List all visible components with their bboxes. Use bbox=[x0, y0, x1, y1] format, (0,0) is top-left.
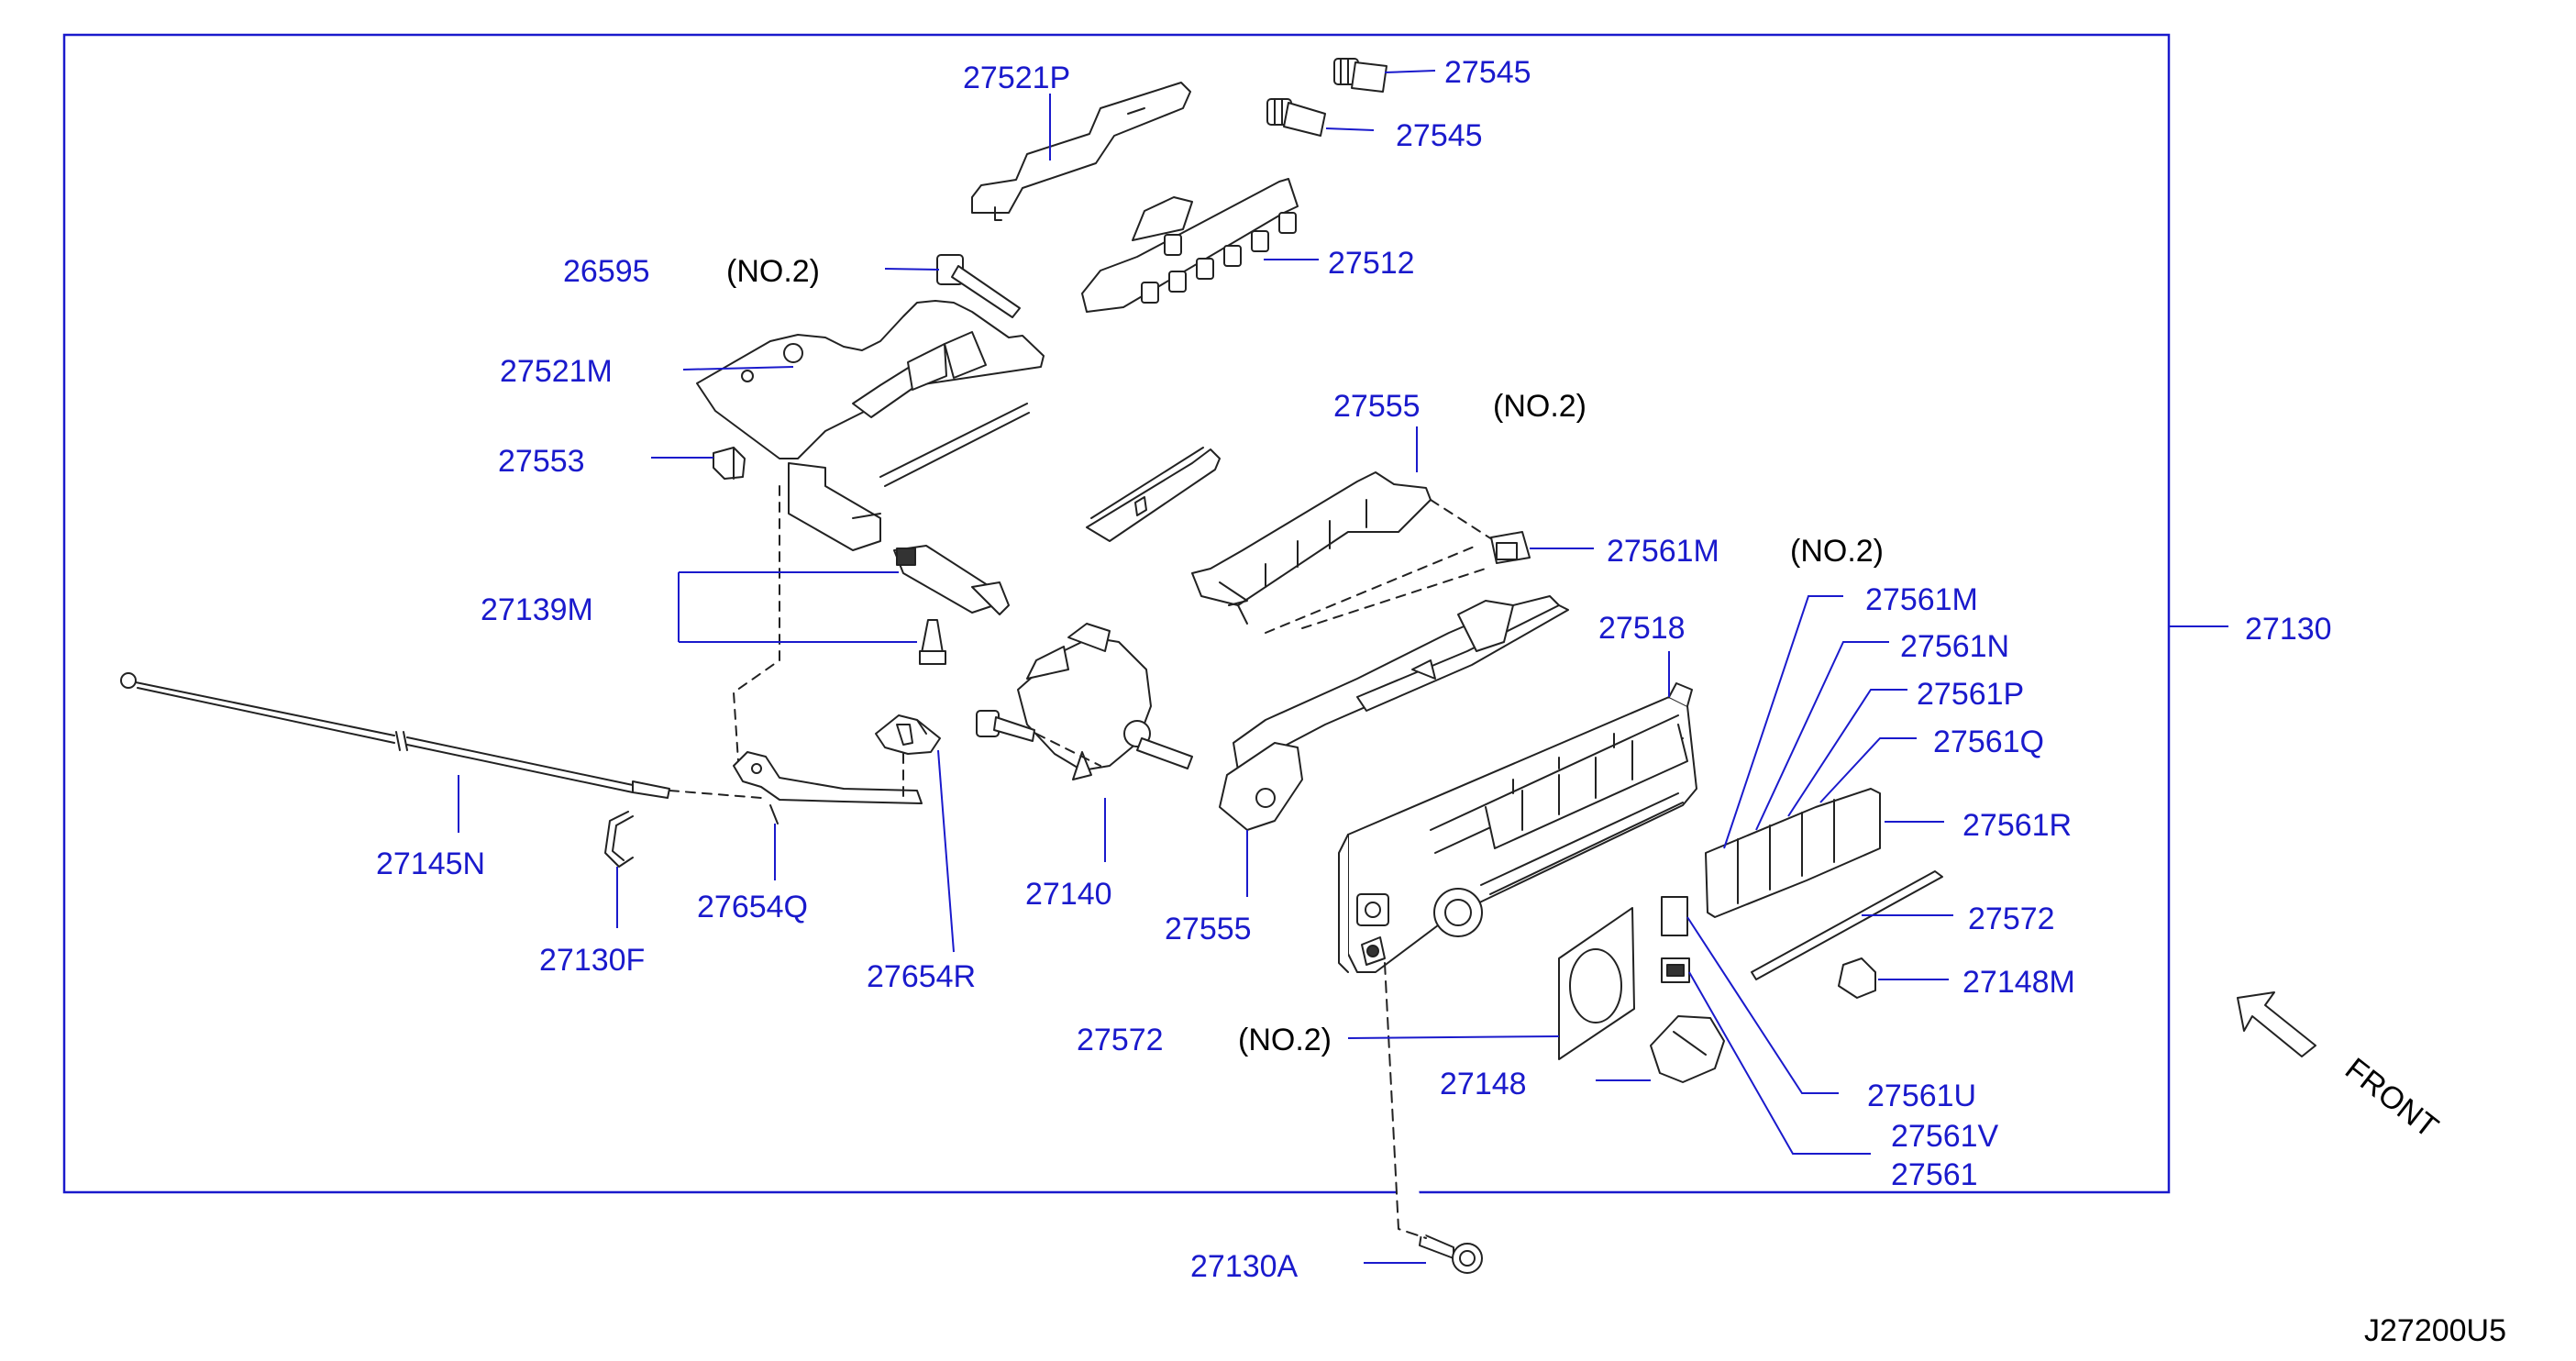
label-27555-lower: 27555 bbox=[1165, 912, 1252, 946]
leader-27572-left bbox=[1347, 1035, 1560, 1039]
knob-27148m bbox=[1838, 957, 1876, 999]
label-27555-no2: (NO.2) bbox=[1493, 389, 1587, 424]
switch-assembly-27512 bbox=[1081, 178, 1299, 313]
screw-27140 bbox=[976, 710, 1035, 742]
link-27654q bbox=[733, 751, 923, 824]
label-27521m: 27521M bbox=[500, 354, 613, 389]
clip-27130f bbox=[604, 811, 634, 868]
leader-27545-b bbox=[1325, 127, 1375, 131]
actuator-guide bbox=[1035, 733, 1101, 767]
leader-27654r bbox=[937, 749, 955, 953]
pin-27139m bbox=[919, 619, 946, 665]
leader-26595 bbox=[884, 268, 940, 271]
leader-27561m bbox=[1723, 595, 1843, 849]
leader-lines bbox=[458, 70, 2228, 1264]
bracket-27654r bbox=[875, 714, 941, 755]
label-27561m-upper: 27561M bbox=[1607, 534, 1719, 569]
bulb-26595 bbox=[936, 254, 1021, 318]
label-27139m: 27139M bbox=[481, 592, 593, 627]
leader-27561v bbox=[1688, 971, 1871, 1155]
label-27148m: 27148M bbox=[1962, 965, 2075, 1000]
assembly-frame bbox=[62, 33, 2171, 1194]
knob-27545-lower bbox=[1266, 98, 1326, 137]
housing-base-27521m bbox=[696, 300, 1045, 551]
button-strip-27561 bbox=[1705, 788, 1881, 918]
label-27130f: 27130F bbox=[539, 943, 645, 978]
label-27572-no2: (NO.2) bbox=[1238, 1023, 1332, 1057]
leader-27561q bbox=[1819, 737, 1917, 803]
part-labels: 27521P 27545 27545 26595 (NO.2) 27512 27… bbox=[376, 55, 2506, 1348]
bolt-guide bbox=[1384, 962, 1427, 1239]
label-27561p: 27561P bbox=[1917, 677, 2024, 712]
leader-27561n bbox=[1755, 641, 1889, 831]
cable-guide bbox=[669, 790, 762, 799]
label-27545-a: 27545 bbox=[1444, 55, 1531, 90]
label-27561m: 27561M bbox=[1865, 582, 1978, 617]
label-27148: 27148 bbox=[1440, 1067, 1527, 1101]
gasket-27572-left bbox=[1558, 907, 1635, 1060]
leader-27545-a bbox=[1384, 70, 1436, 73]
label-27561m-no2: (NO.2) bbox=[1790, 534, 1884, 569]
bracket-plate-27521p bbox=[971, 82, 1191, 221]
label-27553: 27553 bbox=[498, 444, 585, 479]
bolt-27130a bbox=[1419, 1233, 1483, 1274]
label-27130a: 27130A bbox=[1190, 1249, 1299, 1284]
label-27561v: 27561V bbox=[1891, 1119, 1999, 1154]
slider-rail-27555-upper bbox=[1086, 447, 1221, 542]
label-27561q: 27561Q bbox=[1933, 725, 2044, 759]
knob-27148 bbox=[1650, 1015, 1725, 1083]
switch-27561u bbox=[1661, 896, 1688, 936]
knob-27561m-upper bbox=[1490, 531, 1531, 564]
label-27561: 27561 bbox=[1891, 1157, 1978, 1192]
label-27654r: 27654R bbox=[867, 959, 976, 994]
control-panel-27130 bbox=[1338, 682, 1697, 973]
label-27145n: 27145N bbox=[376, 846, 485, 881]
leader-27561u bbox=[1686, 916, 1839, 1094]
label-27545-b: 27545 bbox=[1396, 118, 1483, 153]
front-arrow-icon bbox=[2237, 991, 2316, 1057]
actuator-27140 bbox=[1017, 623, 1193, 780]
strip-27572-right bbox=[1751, 870, 1943, 980]
clip-27553 bbox=[713, 447, 746, 480]
leader-27561p bbox=[1787, 689, 1907, 817]
label-27561n: 27561N bbox=[1900, 629, 2009, 664]
label-27572-right: 27572 bbox=[1968, 902, 2055, 936]
label-27512: 27512 bbox=[1328, 246, 1415, 281]
label-27140: 27140 bbox=[1025, 877, 1112, 912]
label-27130: 27130 bbox=[2245, 612, 2332, 647]
label-27555-upper: 27555 bbox=[1333, 389, 1421, 424]
part-artwork bbox=[120, 58, 2316, 1274]
linkage-guide-a bbox=[733, 485, 780, 762]
label-27561u: 27561U bbox=[1867, 1079, 1976, 1113]
label-26595-no2: (NO.2) bbox=[726, 254, 820, 289]
front-label: FRONT bbox=[2338, 1051, 2445, 1145]
label-27518: 27518 bbox=[1598, 611, 1686, 646]
knob-27545-top bbox=[1333, 58, 1388, 93]
leader-27139m bbox=[678, 571, 917, 643]
label-26595: 26595 bbox=[563, 254, 650, 289]
label-27561r: 27561R bbox=[1962, 808, 2072, 843]
lever-27518 bbox=[1219, 595, 1569, 831]
label-27654q: 27654Q bbox=[697, 890, 808, 924]
slider-frame-27555 bbox=[1191, 471, 1432, 625]
diagram-code: J27200U5 bbox=[2364, 1313, 2506, 1348]
leader-27521m bbox=[682, 366, 794, 371]
label-27572-left: 27572 bbox=[1077, 1023, 1164, 1057]
connector-27139m bbox=[893, 545, 1010, 615]
cable-27145n bbox=[120, 672, 670, 799]
switch-27561v bbox=[1661, 957, 1690, 983]
slider-frame-guide bbox=[1265, 499, 1496, 634]
label-27521p: 27521P bbox=[963, 61, 1070, 95]
